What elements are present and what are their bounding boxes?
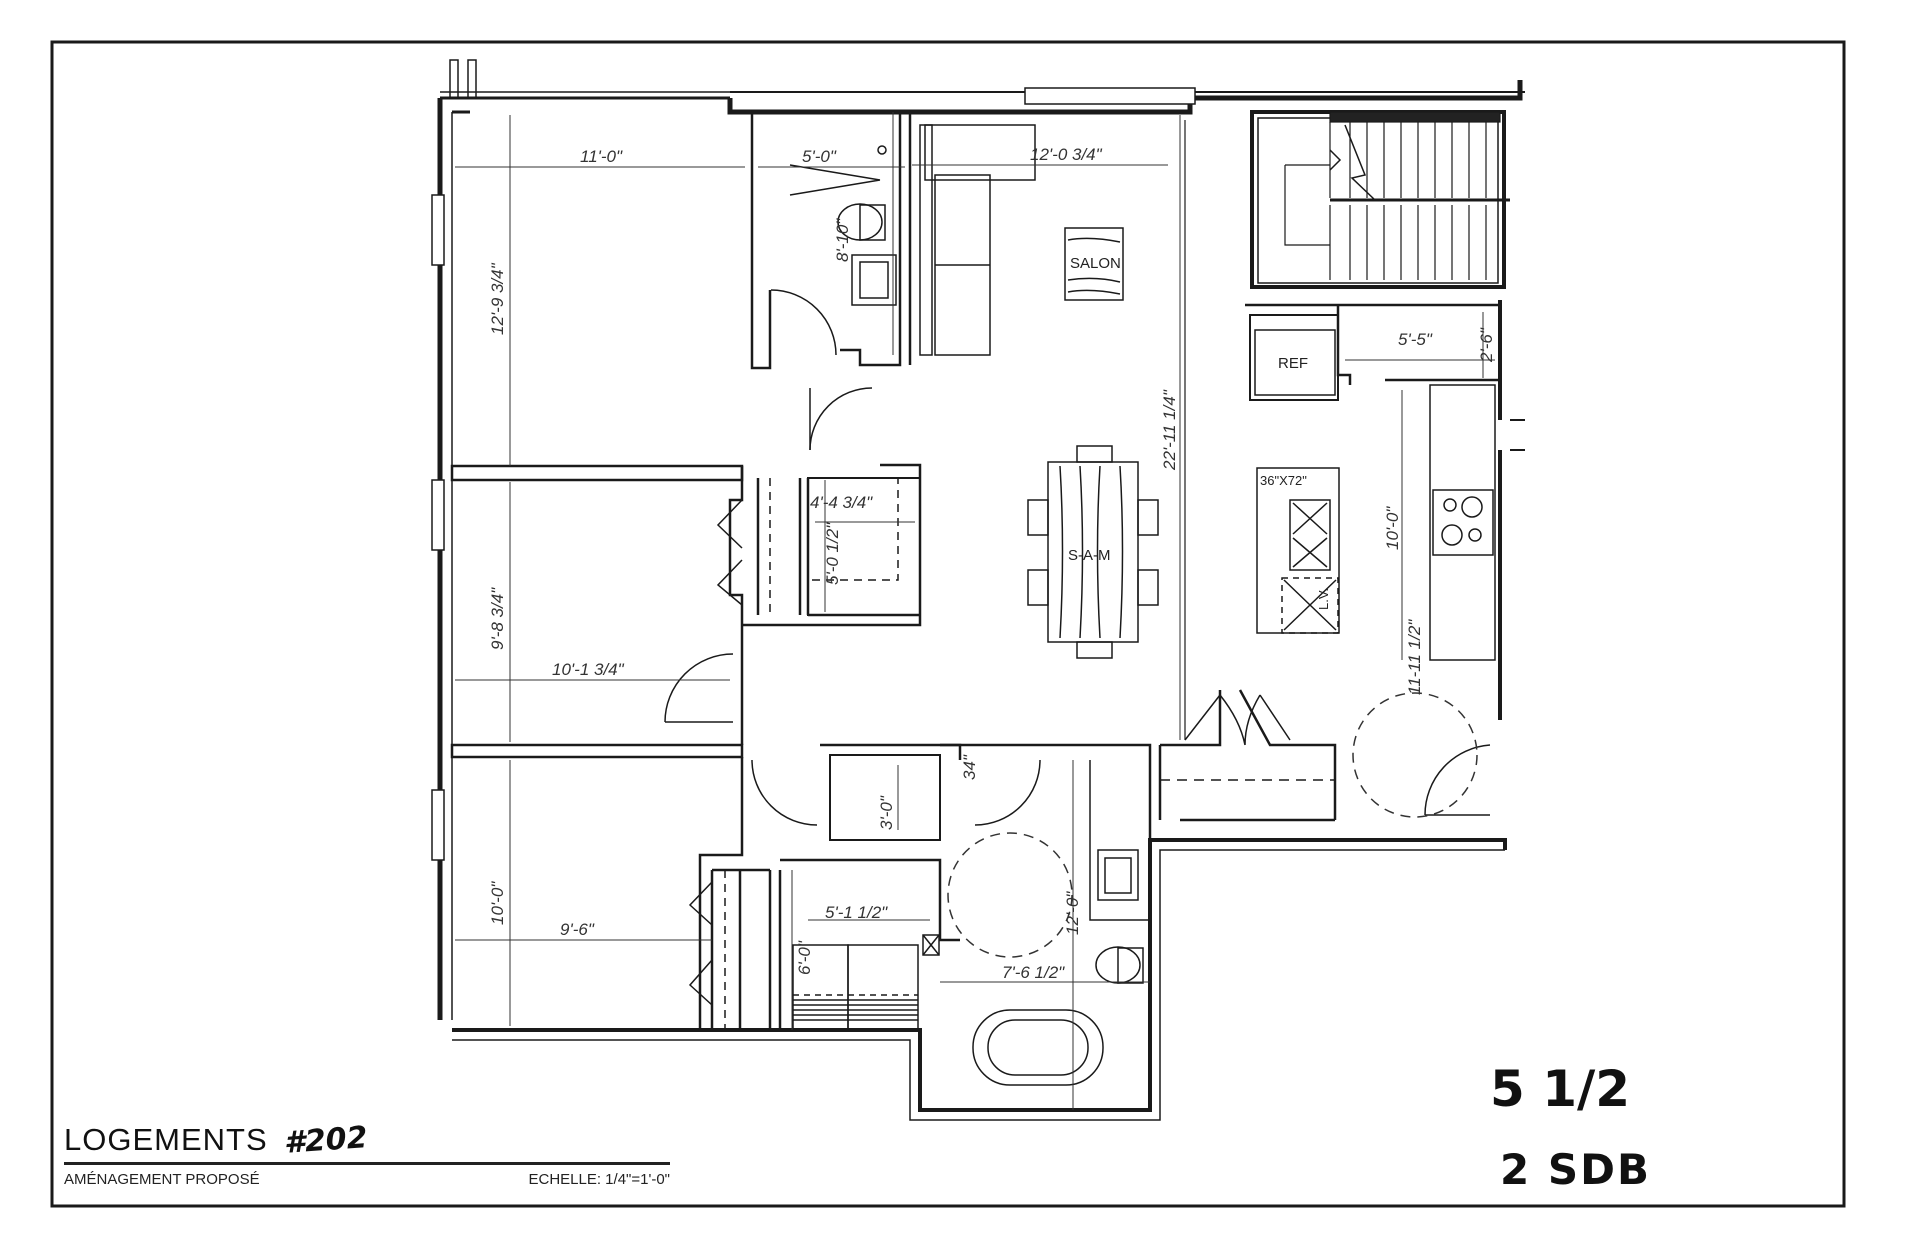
dim-living-width: 12'-0 3/4"	[1030, 145, 1103, 164]
dim-door-width: 34"	[960, 754, 979, 780]
unit-number: #202	[282, 1120, 369, 1161]
interior-walls	[450, 110, 1506, 1110]
dim-pantry-depth: 2'-6"	[1477, 327, 1496, 363]
dim-kitchen-length: 10'-0"	[1383, 506, 1402, 550]
sheet-scale: ECHELLE: 1/4"=1'-0"	[528, 1171, 670, 1188]
accessibility-circles	[947, 692, 1478, 958]
dim-powder-depth: 8'-10"	[833, 218, 852, 262]
furniture	[789, 124, 1494, 1086]
dim-walkin-width: 4'-4 3/4"	[810, 493, 873, 512]
door-swings	[664, 289, 1491, 1006]
dim-living-depth: 22'-11 1/4"	[1160, 389, 1179, 471]
sheet-subtitle: AMÉNAGEMENT PROPOSÉ	[64, 1171, 260, 1188]
dim-kitchen-clearance: 11-11 1/2"	[1405, 619, 1424, 695]
dim-bath-width: 7'-6 1/2"	[1002, 963, 1065, 982]
label-refrigerator: REF	[1278, 355, 1308, 372]
dim-pantry-width: 5'-5"	[1398, 330, 1433, 349]
dim-bedroom1-width: 11'-0"	[580, 147, 623, 166]
note-bathrooms: 2 SDB	[1500, 1145, 1651, 1194]
dim-bath-depth: 12'-0"	[1063, 891, 1082, 935]
label-island-size: 36"X72"	[1260, 473, 1307, 488]
label-dishwasher: L.V.	[1316, 588, 1331, 610]
sheet-title: LOGEMENTS	[64, 1122, 268, 1157]
note-unit-type: 5 1/2	[1490, 1060, 1631, 1118]
dim-bedroom1-depth: 12'-9 3/4"	[488, 262, 507, 335]
sheet-border	[50, 40, 1846, 1208]
title-divider	[64, 1162, 670, 1165]
dim-walkin-depth: 5'-0 1/2"	[823, 522, 842, 585]
dim-powder-width: 5'-0"	[802, 147, 837, 166]
room-labels: SALON S-A-M REF 36"X72" L.V.	[1068, 255, 1331, 610]
title-block: LOGEMENTS #202 AMÉNAGEMENT PROPOSÉ ECHEL…	[64, 1120, 670, 1188]
dim-laundry-depth: 6'-0"	[795, 940, 814, 975]
dim-laundry-width: 5'-1 1/2"	[825, 903, 888, 922]
dimension-labels: 11'-0" 5'-0" 12'-0 3/4" 12'-9 3/4" 9'-8 …	[488, 145, 1496, 982]
dimension-lines	[455, 112, 1495, 1110]
stair-treads	[1284, 111, 1510, 280]
label-salon: SALON	[1070, 255, 1121, 272]
dim-bedroom2-depth: 9'-8 3/4"	[488, 587, 507, 650]
label-dining: S-A-M	[1068, 547, 1111, 564]
dim-bedroom3-depth: 10'-0"	[488, 881, 507, 925]
dim-closet-depth: 3'-0"	[877, 795, 896, 830]
dim-bedroom2-width: 10'-1 3/4"	[552, 660, 625, 679]
exterior-walls	[431, 59, 1525, 1121]
dim-bedroom3-width: 9'-6"	[560, 920, 595, 939]
